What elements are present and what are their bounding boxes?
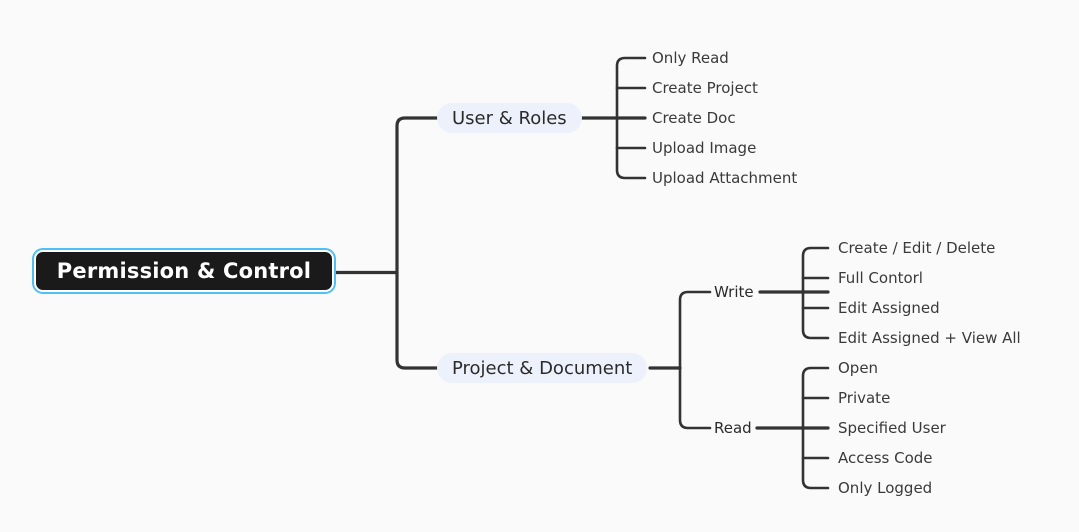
- leaf-label-specified-user: Specified User: [838, 419, 946, 437]
- leaf-node[interactable]: Access Code: [838, 448, 933, 468]
- leaf-label-edit-assigned: Edit Assigned: [838, 299, 940, 317]
- connector-write-read-spine: [678, 290, 712, 430]
- group-node-write[interactable]: Write: [714, 281, 754, 303]
- group-label-write: Write: [714, 283, 754, 301]
- leaf-node[interactable]: Create Doc: [652, 108, 736, 128]
- connector-write-spine: [801, 246, 830, 340]
- leaf-label-create-project: Create Project: [652, 79, 758, 97]
- root-node-label: Permission & Control: [56, 259, 312, 283]
- leaf-label-open: Open: [838, 359, 879, 377]
- connector-level1-spine: [395, 116, 439, 370]
- leaf-label-private: Private: [838, 389, 891, 407]
- leaf-node[interactable]: Only Logged: [838, 478, 932, 498]
- leaf-node[interactable]: Private: [838, 388, 890, 408]
- branch-node-project-document[interactable]: Project & Document: [437, 353, 648, 383]
- root-node[interactable]: Permission & Control: [32, 248, 336, 294]
- leaf-node[interactable]: Create Project: [652, 78, 758, 98]
- group-node-read[interactable]: Read: [714, 417, 752, 439]
- branch-node-user-roles[interactable]: User & Roles: [437, 103, 582, 133]
- leaf-label-create-edit-delete: Create / Edit / Delete: [838, 239, 996, 257]
- leaf-label-create-doc: Create Doc: [652, 109, 736, 127]
- branch-label-project-document: Project & Document: [452, 357, 633, 379]
- leaf-node[interactable]: Edit Assigned: [838, 298, 940, 318]
- leaf-label-only-read: Only Read: [652, 49, 729, 67]
- leaf-label-only-logged: Only Logged: [838, 479, 933, 497]
- leaf-node[interactable]: Create / Edit / Delete: [838, 238, 995, 258]
- branch-label-user-roles: User & Roles: [452, 107, 567, 129]
- leaf-node[interactable]: Open: [838, 358, 878, 378]
- leaf-node[interactable]: Specified User: [838, 418, 946, 438]
- leaf-node[interactable]: Only Read: [652, 48, 729, 68]
- leaf-label-access-code: Access Code: [838, 449, 933, 467]
- leaf-node[interactable]: Full Contorl: [838, 268, 923, 288]
- group-label-read: Read: [714, 419, 752, 437]
- leaf-node[interactable]: Upload Image: [652, 138, 756, 158]
- leaf-label-upload-attachment: Upload Attachment: [652, 169, 798, 187]
- leaf-label-full-contorl: Full Contorl: [838, 269, 923, 287]
- leaf-node[interactable]: Edit Assigned + View All: [838, 328, 1021, 348]
- leaf-label-edit-assigned-view-all: Edit Assigned + View All: [838, 329, 1021, 347]
- leaf-label-upload-image: Upload Image: [652, 139, 757, 157]
- leaf-node[interactable]: Upload Attachment: [652, 168, 797, 188]
